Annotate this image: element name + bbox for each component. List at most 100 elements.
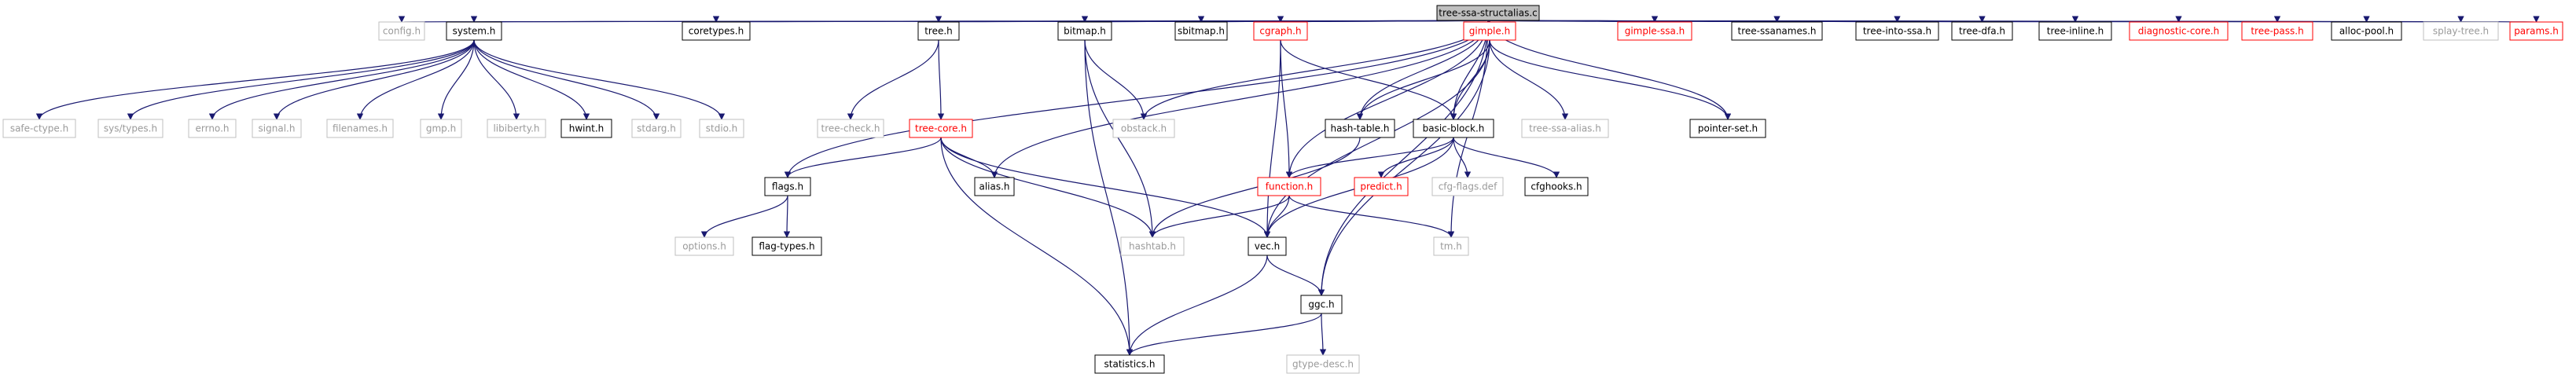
node-cgraph[interactable]: cgraph.h [1253,21,1308,41]
node-coretypes[interactable]: coretypes.h [682,21,751,41]
node-label: hash-table.h [1331,123,1390,134]
node-libiberty[interactable]: libiberty.h [487,119,546,138]
node-obstack[interactable]: obstack.h [1112,119,1175,138]
node-box [2241,21,2313,41]
edge-treecore-to-vec [940,137,1271,238]
node-errno[interactable]: errno.h [188,119,237,138]
node-box [631,119,682,138]
node-treessaalias[interactable]: tree-ssa-alias.h [1521,119,1609,138]
node-box [751,236,822,256]
node-box [1951,21,2013,41]
node-box [699,119,744,138]
node-label: gimple-ssa.h [1625,26,1685,37]
node-stdio[interactable]: stdio.h [699,119,744,138]
node-ggc[interactable]: ggc.h [1300,295,1343,314]
node-treecore[interactable]: tree-core.h [909,119,973,138]
node-box [2,119,76,138]
node-label: alias.h [979,181,1009,192]
node-predict[interactable]: predict.h [1354,177,1409,196]
node-allocpool[interactable]: alloc-pool.h [2331,21,2402,41]
node-statistics[interactable]: statistics.h [1094,354,1165,374]
node-box [2129,21,2229,41]
node-label: hwint.h [569,123,604,134]
node-label: errno.h [196,123,230,134]
node-box [674,236,734,256]
node-diagcore[interactable]: diagnostic-core.h [2129,21,2229,41]
node-tree[interactable]: tree.h [917,21,960,41]
edge-basicblock-to-function [1285,137,1454,178]
edge-tree-to-treecheck [847,39,939,120]
node-box [1286,354,1360,374]
node-flags[interactable]: flags.h [764,177,811,196]
edge-function-to-tm [1288,195,1455,238]
node-basicblock[interactable]: basic-block.h [1413,119,1494,138]
node-label: gimple.h [1469,26,1510,37]
node-label: stdio.h [706,123,737,134]
node-config[interactable]: config.h [378,21,425,41]
edge-function-to-vec [1263,195,1290,238]
node-root[interactable]: tree-ssa-structalias.c [1436,5,1540,21]
node-tm[interactable]: tm.h [1433,236,1469,256]
node-options[interactable]: options.h [674,236,734,256]
node-cfgflags[interactable]: cfg-flags.def [1431,177,1504,196]
node-function[interactable]: function.h [1257,177,1321,196]
node-pointerset[interactable]: pointer-set.h [1689,119,1766,138]
node-label: splay-tree.h [2433,26,2489,37]
edge-bitmap-to-hashtab [1084,39,1156,238]
node-splaytree[interactable]: splay-tree.h [2423,21,2499,41]
node-signal[interactable]: signal.h [252,119,302,138]
node-treepass[interactable]: tree-pass.h [2241,21,2313,41]
node-gtypedesc[interactable]: gtype-desc.h [1286,354,1360,374]
node-label: coretypes.h [689,26,744,37]
edge-system-to-systypes [127,39,475,120]
node-box [1248,236,1287,256]
node-safectype[interactable]: safe-ctype.h [2,119,76,138]
node-box [1300,295,1343,314]
node-hwint[interactable]: hwint.h [560,119,612,138]
node-box [252,119,302,138]
node-box [1253,21,1308,41]
node-treecheck[interactable]: tree-check.h [817,119,884,138]
node-box [974,177,1015,196]
node-cfghooks[interactable]: cfghooks.h [1524,177,1589,196]
node-label: tree-ssa-structalias.c [1439,8,1538,19]
node-systypes[interactable]: sys/types.h [97,119,164,138]
node-box [1433,236,1469,256]
node-stdarg[interactable]: stdarg.h [631,119,682,138]
node-filenames[interactable]: filenames.h [326,119,394,138]
node-box [1521,119,1609,138]
node-box [326,119,394,138]
node-params[interactable]: params.h [2509,21,2563,41]
node-alias[interactable]: alias.h [974,177,1015,196]
edge-cgraph-to-function [1280,39,1293,178]
node-bitmap[interactable]: bitmap.h [1057,21,1112,41]
node-treeintossa[interactable]: tree-into-ssa.h [1855,21,1939,41]
node-flagtypes[interactable]: flag-types.h [751,236,822,256]
node-box [764,177,811,196]
node-hashtab[interactable]: hashtab.h [1120,236,1185,256]
node-gmp[interactable]: gmp.h [420,119,462,138]
node-box [1112,119,1175,138]
edge-root-to-alias [990,20,1489,178]
edge-system-to-safectype [35,39,475,120]
node-box [1617,21,1692,41]
node-system[interactable]: system.h [446,21,502,41]
edge-flags-to-options [700,195,788,238]
node-gimplessa[interactable]: gimple-ssa.h [1617,21,1692,41]
node-label: params.h [2514,26,2559,37]
node-box [1413,119,1494,138]
node-label: safe-ctype.h [10,123,68,134]
node-treessanames[interactable]: tree-ssanames.h [1731,21,1823,41]
node-vec[interactable]: vec.h [1248,236,1287,256]
node-label: tree-dfa.h [1959,26,2005,37]
node-box [2423,21,2499,41]
node-box [1731,21,1823,41]
edge-system-to-errno [208,39,475,120]
node-sbitmap[interactable]: sbitmap.h [1174,21,1228,41]
node-treedfa[interactable]: tree-dfa.h [1951,21,2013,41]
node-hashtable[interactable]: hash-table.h [1325,119,1395,138]
node-treeinline[interactable]: tree-inline.h [2038,21,2112,41]
edge-flags-to-flagtypes [783,195,791,238]
node-gimple[interactable]: gimple.h [1463,21,1516,41]
